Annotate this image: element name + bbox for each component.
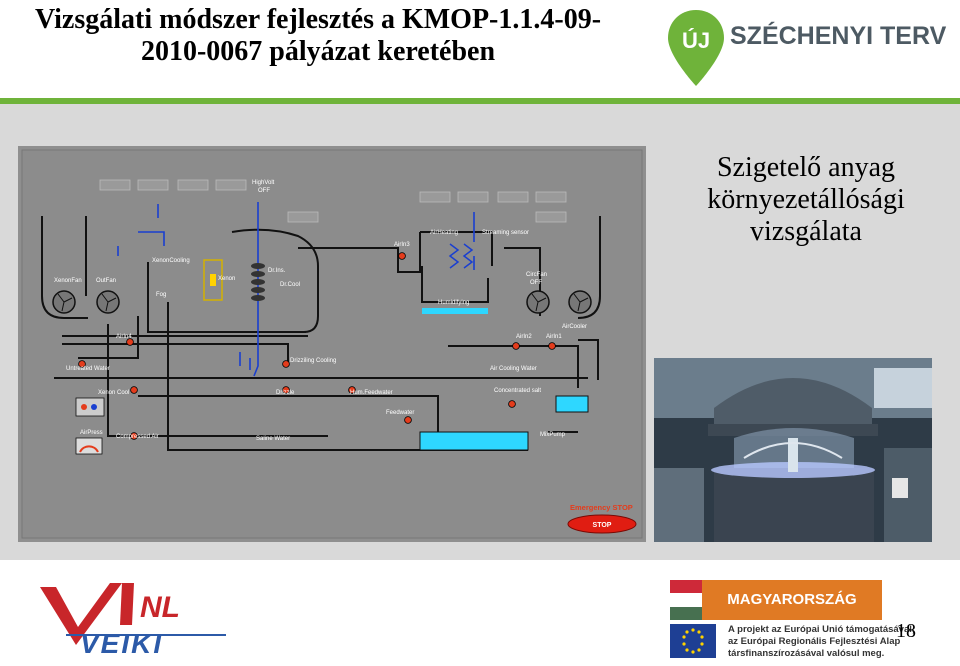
slide-title: Vizsgálati módszer fejlesztés a KMOP-1.1… (34, 4, 602, 67)
svg-text:NL: NL (140, 591, 180, 624)
svg-text:OFF: OFF (530, 280, 542, 286)
svg-text:Untreated Water: Untreated Water (66, 366, 110, 372)
svg-text:Xenon: Xenon (218, 276, 235, 282)
svg-text:Air Cooling Water: Air Cooling Water (490, 366, 537, 372)
svg-text:AirIn3: AirIn3 (394, 242, 410, 248)
svg-text:Concentrated salt: Concentrated salt (494, 388, 541, 394)
svg-text:Humidifying: Humidifying (438, 300, 469, 306)
section-heading: Szigetelő anyag környezetállósági vizsgá… (652, 152, 960, 248)
svg-text:MixPump: MixPump (540, 432, 566, 438)
svg-text:HighVolt: HighVolt (252, 180, 275, 186)
svg-text:Hum.Feedwater: Hum.Feedwater (350, 390, 393, 396)
svg-text:STOP: STOP (593, 522, 612, 529)
svg-text:AirCooler: AirCooler (562, 324, 587, 330)
veiki-logo-icon: NL VEIKI (40, 583, 226, 657)
svg-text:Saline Water: Saline Water (256, 436, 290, 442)
hungarian-flag-icon (670, 580, 702, 620)
szechenyi-terv-logo: SZÉCHENYI TERV (730, 22, 947, 50)
emergency-stop-label: Emergency STOP (570, 503, 633, 512)
eu-funding-note: A projekt az Európai Unió támogatásával,… (728, 624, 918, 660)
svg-text:OFF: OFF (258, 188, 270, 194)
svg-text:Dr.Ins.: Dr.Ins. (268, 268, 286, 274)
svg-text:AirHeating: AirHeating (430, 230, 458, 236)
eu-line-2: az Európai Regionális Fejlesztési Alap (728, 636, 901, 647)
eu-line-1: A projekt az Európai Unió támogatásával, (728, 624, 915, 635)
svg-text:XenonFan: XenonFan (54, 278, 82, 284)
svg-text:Dr.Cool: Dr.Cool (280, 282, 300, 288)
uj-badge-icon: ÚJ (668, 10, 724, 86)
svg-text:XenonCooling: XenonCooling (152, 258, 190, 264)
veiki-logo-text: VEIKI (80, 628, 163, 657)
svg-text:Xenon Cool: Xenon Cool (98, 390, 129, 396)
svg-text:Fog: Fog (156, 292, 166, 298)
heading-line-2: környezetállósági (707, 184, 905, 215)
page-number: 18 (896, 620, 916, 642)
svg-text:CircFan: CircFan (526, 272, 547, 278)
svg-text:Streaming sensor: Streaming sensor (482, 230, 529, 236)
scada-panel: HighVolt OFF XenonFan OutFan XenonCoolin… (18, 146, 646, 542)
svg-text:Drizzle: Drizzle (276, 390, 295, 396)
header-divider (0, 98, 960, 104)
uj-badge-text: ÚJ (682, 28, 710, 53)
eu-flag-icon (670, 624, 716, 658)
test-chamber-photo (654, 358, 932, 542)
eu-line-3: társfinanszírozásával valósul meg. (728, 648, 885, 659)
heading-line-3: vizsgálata (750, 216, 862, 247)
svg-text:AirIn1: AirIn1 (546, 334, 562, 340)
svg-text:OutFan: OutFan (96, 278, 116, 284)
emergency-stop-button[interactable] (567, 514, 637, 534)
svg-text:AirIn2: AirIn2 (516, 334, 532, 340)
svg-text:AirIn4: AirIn4 (116, 334, 132, 340)
heading-line-1: Szigetelő anyag (716, 152, 896, 183)
svg-text:Feedwater: Feedwater (386, 410, 414, 416)
svg-text:AirPress: AirPress (80, 430, 103, 436)
svg-text:Drizziling Cooling: Drizziling Cooling (290, 358, 336, 364)
magyarorszag-megujul-banner: MAGYARORSZÁG MEGÚJUL (702, 580, 882, 648)
svg-text:Compressed Air: Compressed Air (116, 434, 159, 440)
